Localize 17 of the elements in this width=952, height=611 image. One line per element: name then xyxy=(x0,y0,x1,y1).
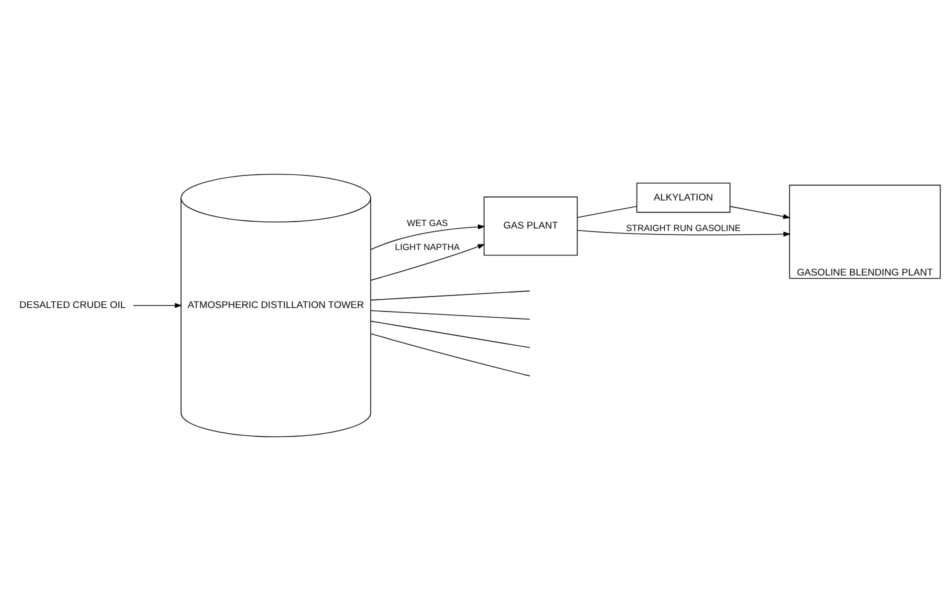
edge-label: LIGHT NAPTHA xyxy=(395,242,460,252)
arrow xyxy=(132,302,182,308)
node-box: ALKYLATION xyxy=(636,182,730,213)
arrow xyxy=(730,206,791,219)
edge-label: WET GAS xyxy=(406,218,448,228)
edge-label: STRAIGHT RUN GASOLINE xyxy=(626,222,741,233)
connector xyxy=(370,310,530,320)
connector xyxy=(577,206,638,218)
node-text: DESALTED CRUDE OIL xyxy=(19,300,126,312)
node-box: GASOLINE BLENDING PLANT xyxy=(789,184,941,279)
arrow xyxy=(577,230,791,237)
connector xyxy=(370,333,530,376)
arrow xyxy=(370,224,486,250)
connector xyxy=(370,290,530,300)
connector xyxy=(370,320,530,348)
node-box: GAS PLANT xyxy=(484,196,578,256)
arrow xyxy=(370,244,486,281)
